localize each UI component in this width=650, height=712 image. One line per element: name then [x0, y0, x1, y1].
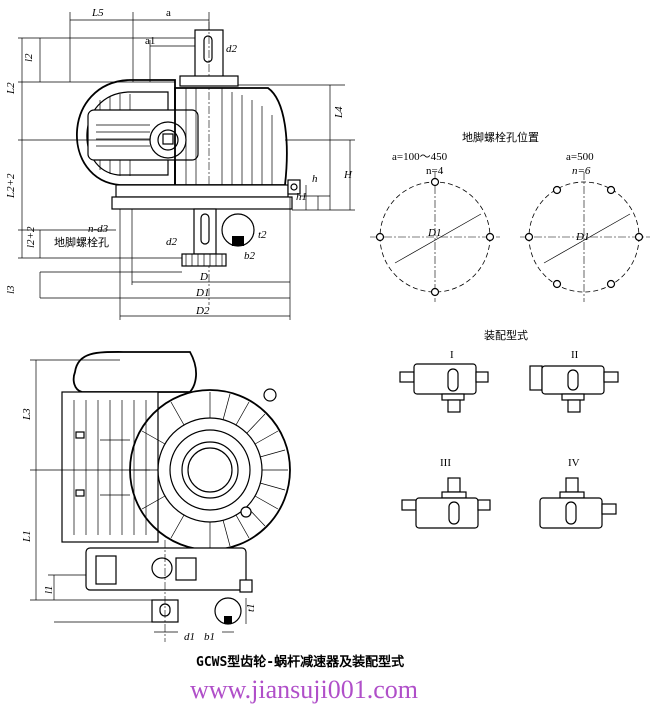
dim-h1: h1: [296, 191, 307, 203]
svg-text:III: III: [440, 457, 451, 469]
dim-n-d3: n-d3: [88, 223, 109, 235]
dim-l2: l2: [23, 53, 35, 62]
dim-b2: b2: [244, 250, 256, 262]
top-view: L5 a a1 d2 l2 L2 L2+2 l2+2 l3 L4 H h h1 …: [5, 7, 355, 320]
side-view: L3 L1 l1 d1 b1 t1: [21, 351, 291, 643]
bolt-left-a-range: a=100～450: [392, 151, 448, 163]
dim-t1: t1: [245, 603, 257, 612]
dim-D1: D1: [195, 287, 209, 299]
dim-h: h: [312, 173, 318, 185]
dim-l2-plus-2: l2+2: [25, 226, 37, 248]
dim-d2-top: d2: [226, 43, 238, 55]
assembly-type-III: III: [401, 457, 491, 529]
dim-a1: a1: [145, 35, 155, 47]
dim-L5: L5: [91, 7, 104, 19]
dim-L4: L4: [333, 106, 345, 119]
bolt-left-D1: D1: [427, 227, 441, 239]
motor-top-cap: [72, 351, 197, 393]
shaft-collar: [179, 75, 239, 87]
dim-D: D: [199, 271, 208, 283]
dim-b1: b1: [204, 631, 215, 643]
base-foot: [111, 196, 293, 210]
bolt-hole-positions: 地脚螺栓孔位置 a=100～450 n=4 D1 a=500 n=6 D1: [370, 130, 650, 302]
assembly-type-IV: IV: [539, 457, 617, 529]
assembly-types: 装配型式 I II III: [399, 328, 619, 529]
svg-text:IV: IV: [568, 457, 580, 469]
svg-text:II: II: [571, 349, 579, 361]
dim-d2-bottom: d2: [166, 236, 178, 248]
bolt-right-D1: D1: [575, 231, 589, 243]
dim-t2: t2: [258, 229, 267, 241]
bolt-left-n: n=4: [426, 165, 444, 177]
assembly-type-I: I: [399, 349, 489, 413]
assembly-type-II: II: [529, 349, 619, 413]
label-foot-bolt-hole: 地脚螺栓孔: [54, 235, 109, 249]
dim-L2-plus-2: L2+2: [5, 173, 17, 199]
bolt-right-n: n=6: [572, 165, 591, 177]
dim-l3: l3: [5, 285, 17, 294]
motor-housing: [76, 79, 176, 186]
dim-l1: l1: [43, 585, 55, 594]
figure-caption: GCWS型齿轮-蜗杆减速器及装配型式: [196, 654, 404, 670]
bolt-right-a-range: a=500: [566, 151, 594, 163]
dim-D2: D2: [195, 305, 210, 317]
base-plate: [115, 184, 289, 198]
dim-H: H: [343, 169, 353, 181]
dim-L3: L3: [21, 408, 33, 421]
watermark-url: www.jiansuji001.com: [190, 675, 418, 704]
dim-a: a: [166, 7, 171, 19]
dim-d1: d1: [184, 631, 195, 643]
shaft-keyway-top: [203, 35, 213, 63]
svg-text:I: I: [450, 349, 454, 361]
dim-L1: L1: [21, 530, 33, 543]
bolt-positions-title: 地脚螺栓孔位置: [462, 130, 539, 144]
dim-L2: L2: [5, 82, 17, 95]
assembly-title: 装配型式: [484, 328, 528, 342]
